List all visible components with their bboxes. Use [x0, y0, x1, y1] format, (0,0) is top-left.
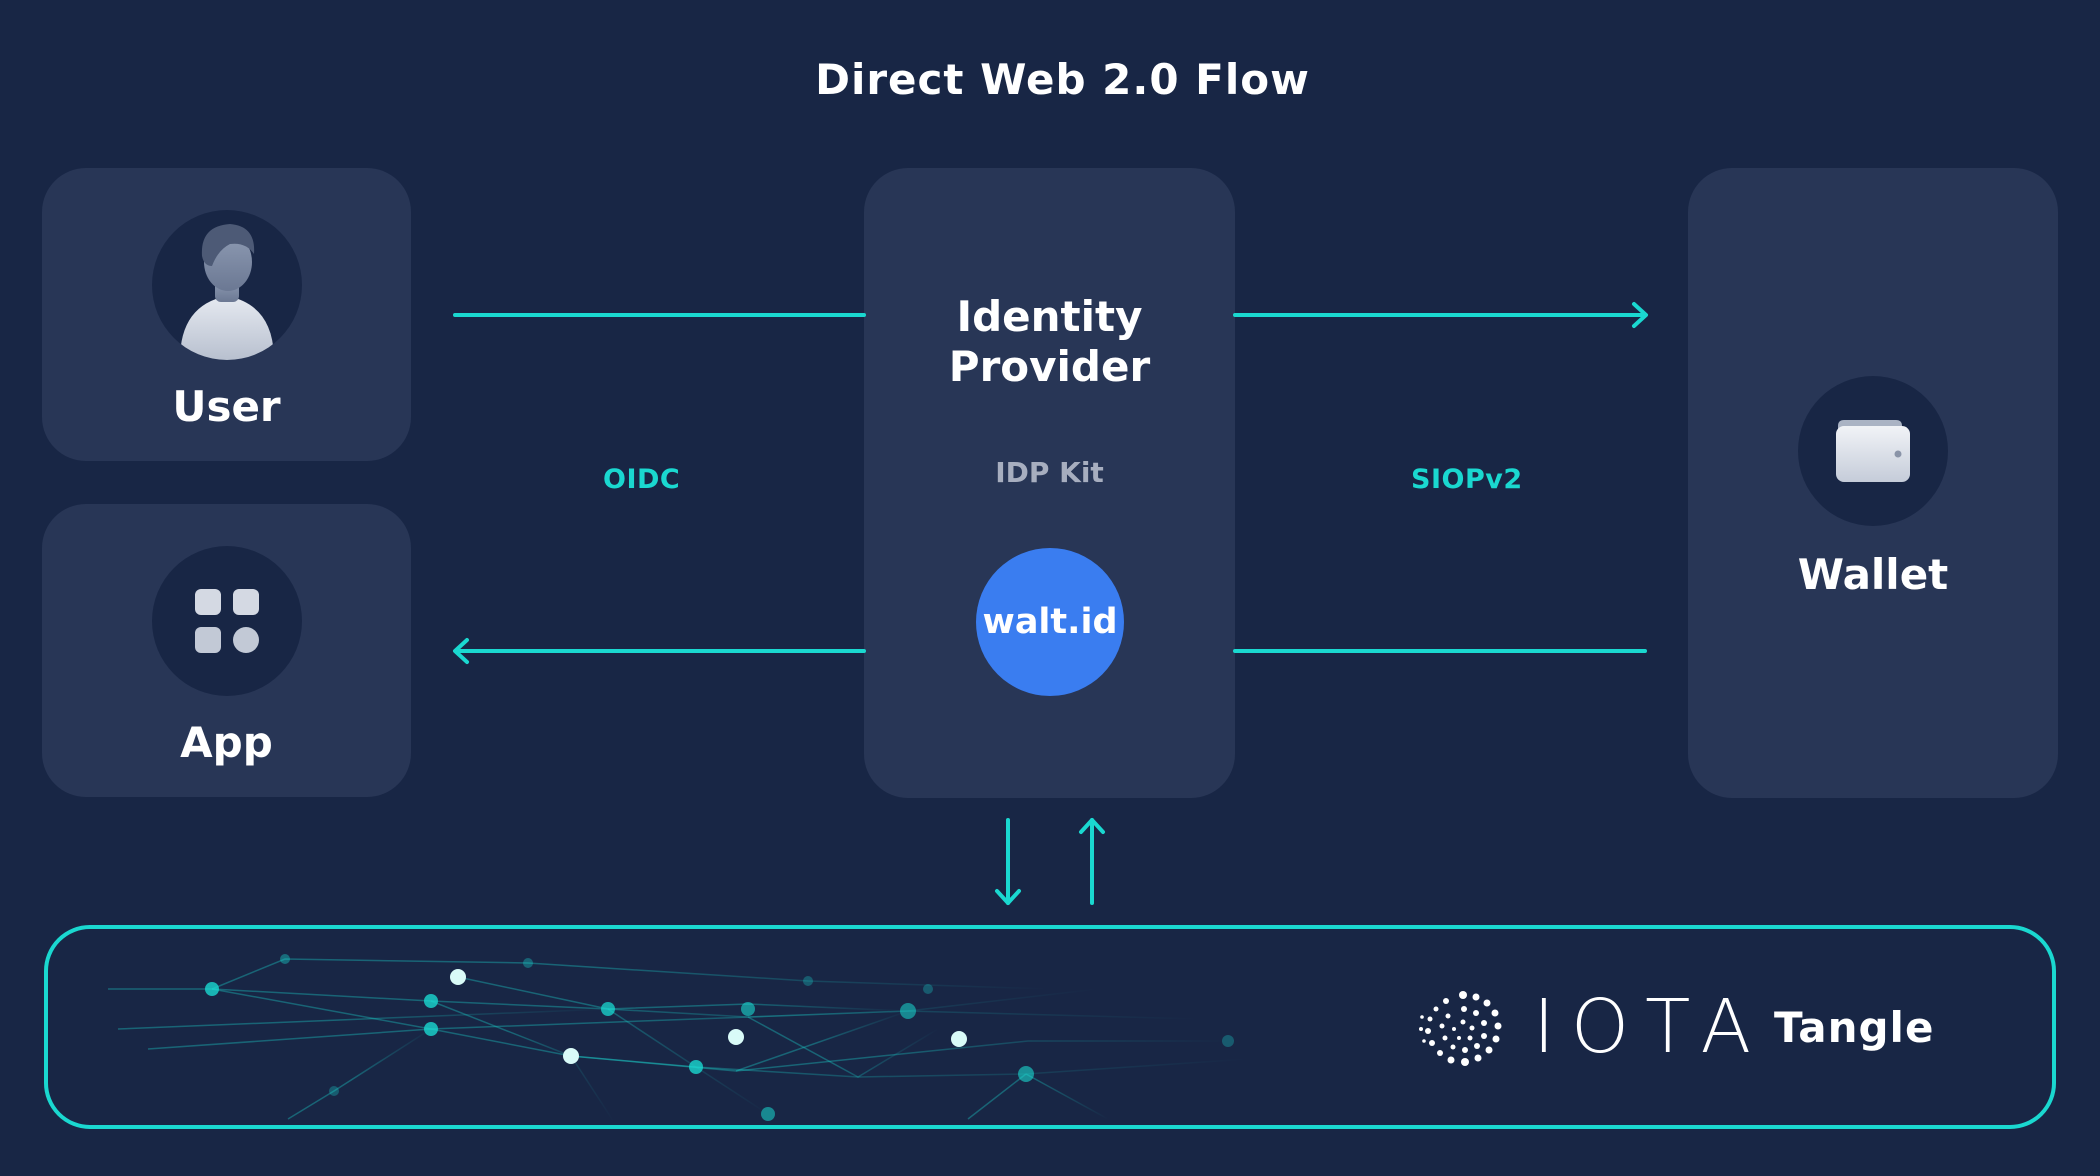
oidc-edge-label: OIDC: [603, 464, 681, 495]
app-label: App: [180, 718, 273, 767]
idp-to-wallet-arrowhead: [1632, 302, 1648, 328]
idp-kit-label: IDP Kit: [995, 456, 1104, 489]
iota-wordmark: IOTA: [1533, 984, 1768, 1070]
idp-to-tangle-arrowhead: [995, 889, 1021, 905]
identity-provider-card: Identity Provider IDP Kit walt.id: [864, 168, 1235, 798]
diagram-title: Direct Web 2.0 Flow: [815, 55, 1310, 104]
tangle-network-graphic: [108, 954, 1249, 1123]
wallet-card: Wallet: [1688, 168, 2058, 798]
tangle-to-idp-arrowhead: [1079, 818, 1105, 834]
app-card: App: [42, 504, 411, 797]
user-card: User: [42, 168, 411, 461]
iota-logo-icon: [1419, 991, 1502, 1066]
tangle-box: IOTA Tangle: [44, 925, 2056, 1129]
idp-to-app-arrowhead: [453, 638, 469, 664]
tangle-label: Tangle: [1774, 1003, 1935, 1052]
app-grid-icon: [152, 546, 302, 696]
siopv2-edge-label: SIOPv2: [1411, 464, 1523, 495]
wallet-icon: [1798, 376, 1948, 526]
identity-provider-title: Identity Provider: [864, 292, 1235, 392]
waltid-badge: walt.id: [976, 548, 1124, 696]
identity-provider-title-line2: Provider: [948, 342, 1151, 391]
wallet-label: Wallet: [1797, 550, 1949, 599]
user-label: User: [172, 382, 281, 431]
identity-provider-title-line1: Identity: [956, 292, 1143, 341]
user-avatar-icon: [152, 210, 302, 360]
